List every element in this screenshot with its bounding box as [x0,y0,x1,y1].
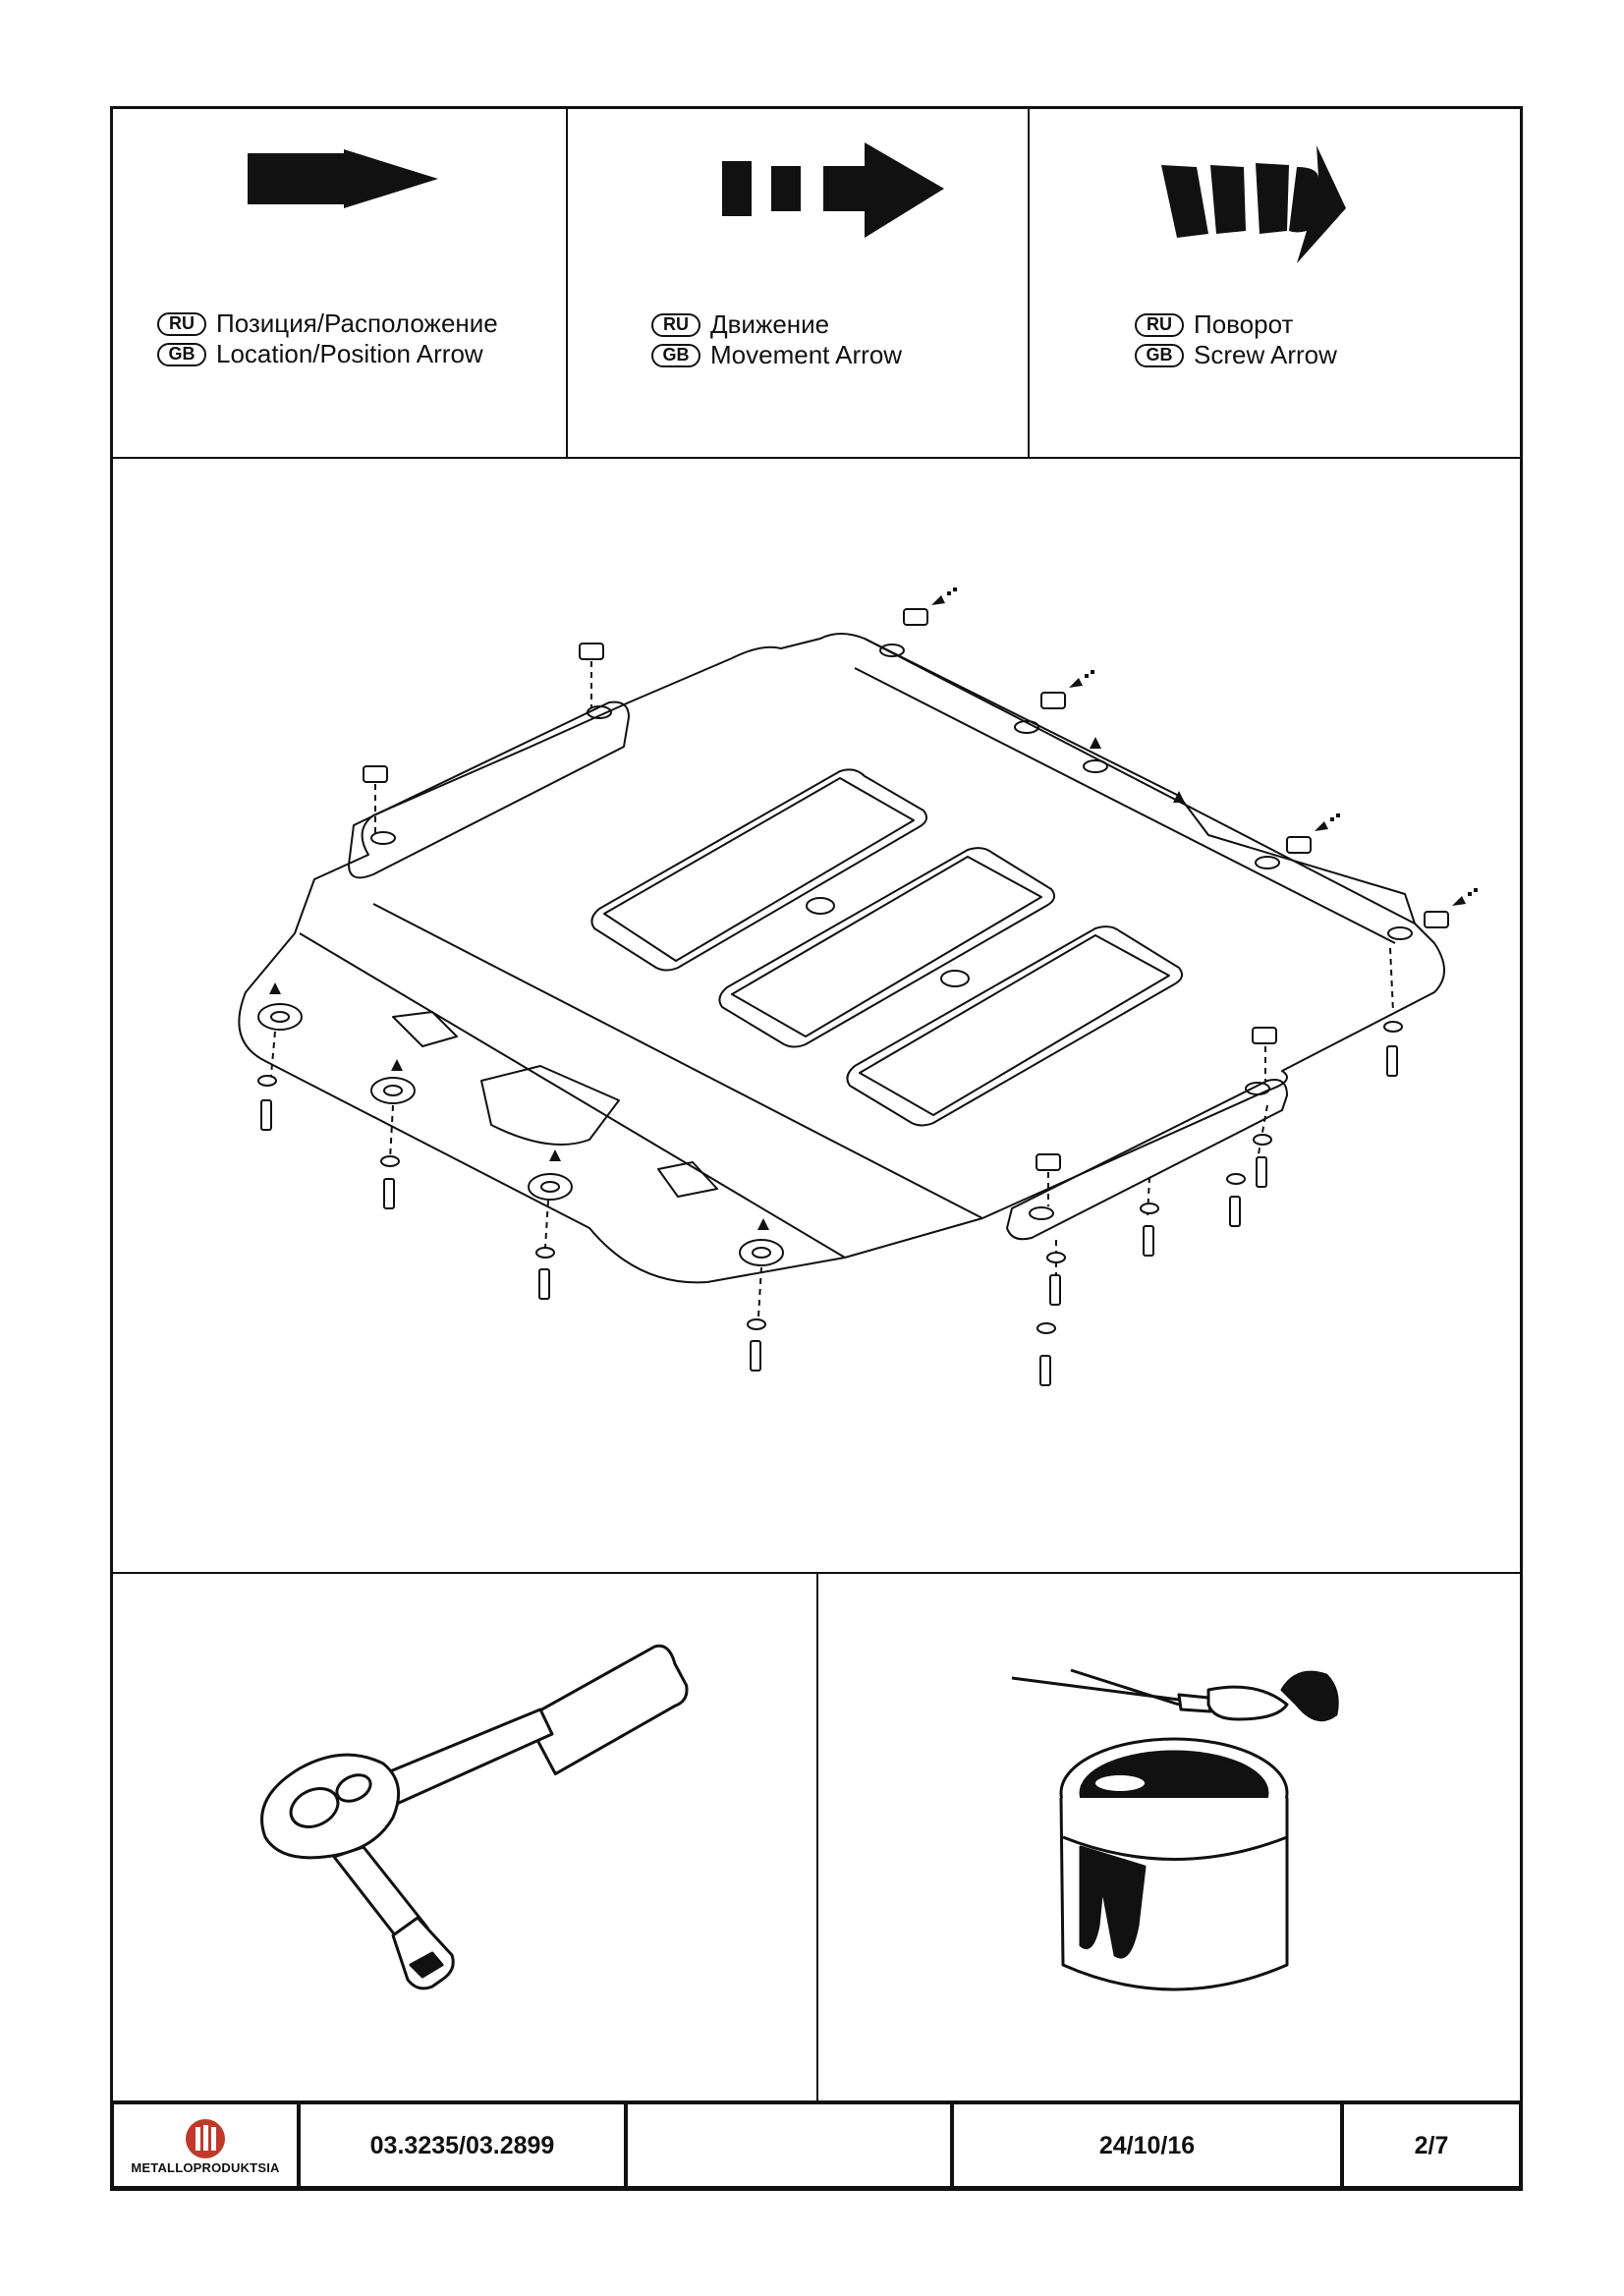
legend-movement: RU Движение GB Movement Arrow [651,309,902,370]
legend-gb-text: Movement Arrow [710,340,903,369]
plate-opening-2 [718,847,1056,1048]
legend-location: RU Позиция/Расположение GB Location/Positi… [157,308,498,369]
gb-badge: GB [1135,343,1184,367]
header-divider-2 [1028,106,1030,458]
header-bottom-rule [110,457,1523,459]
dashed-arrow-icon [722,142,944,238]
skid-plate-diagram [238,588,1478,1386]
plate-opening-1 [590,768,928,972]
tools-divider [816,1573,818,2101]
left-bracket [348,700,630,879]
ru-badge: RU [651,312,700,337]
legend-gb-text: Location/Position Arrow [216,339,483,368]
right-bracket [1006,1079,1288,1241]
gb-badge: GB [651,343,700,367]
header-divider-1 [566,106,568,458]
date-cell: 24/10/16 [954,2104,1344,2187]
gb-badge: GB [157,342,206,366]
title-block: METALLOPRODUKTSIA 03.3235/03.2899 24/10/… [110,2100,1523,2191]
paint-can-icon [1011,1668,1339,1991]
ru-badge: RU [1135,312,1184,337]
ru-badge: RU [157,311,206,336]
part-number: 03.3235/03.2899 [301,2104,628,2187]
plate-cutout [480,1065,620,1146]
plate-outline [238,633,1445,1284]
legend-ru-text: Поворот [1194,309,1294,339]
metalloproduktsia-logo-icon [186,2118,225,2158]
blank-cell [628,2104,954,2187]
curved-arrow-icon [1161,145,1346,263]
ratchet-wrench-icon [260,1644,689,1990]
solid-arrow-icon [248,149,438,208]
page-number: 2/7 [1414,2131,1449,2159]
legend-ru-text: Позиция/Расположение [216,308,498,338]
logo-cell: METALLOPRODUKTSIA [114,2104,301,2187]
legend-gb-text: Screw Arrow [1194,340,1337,369]
plate-opening-3 [846,925,1184,1127]
logo-text: METALLOPRODUKTSIA [131,2159,280,2175]
legend-screw: RU Поворот GB Screw Arrow [1135,309,1337,370]
legend-ru-text: Движение [710,309,830,339]
